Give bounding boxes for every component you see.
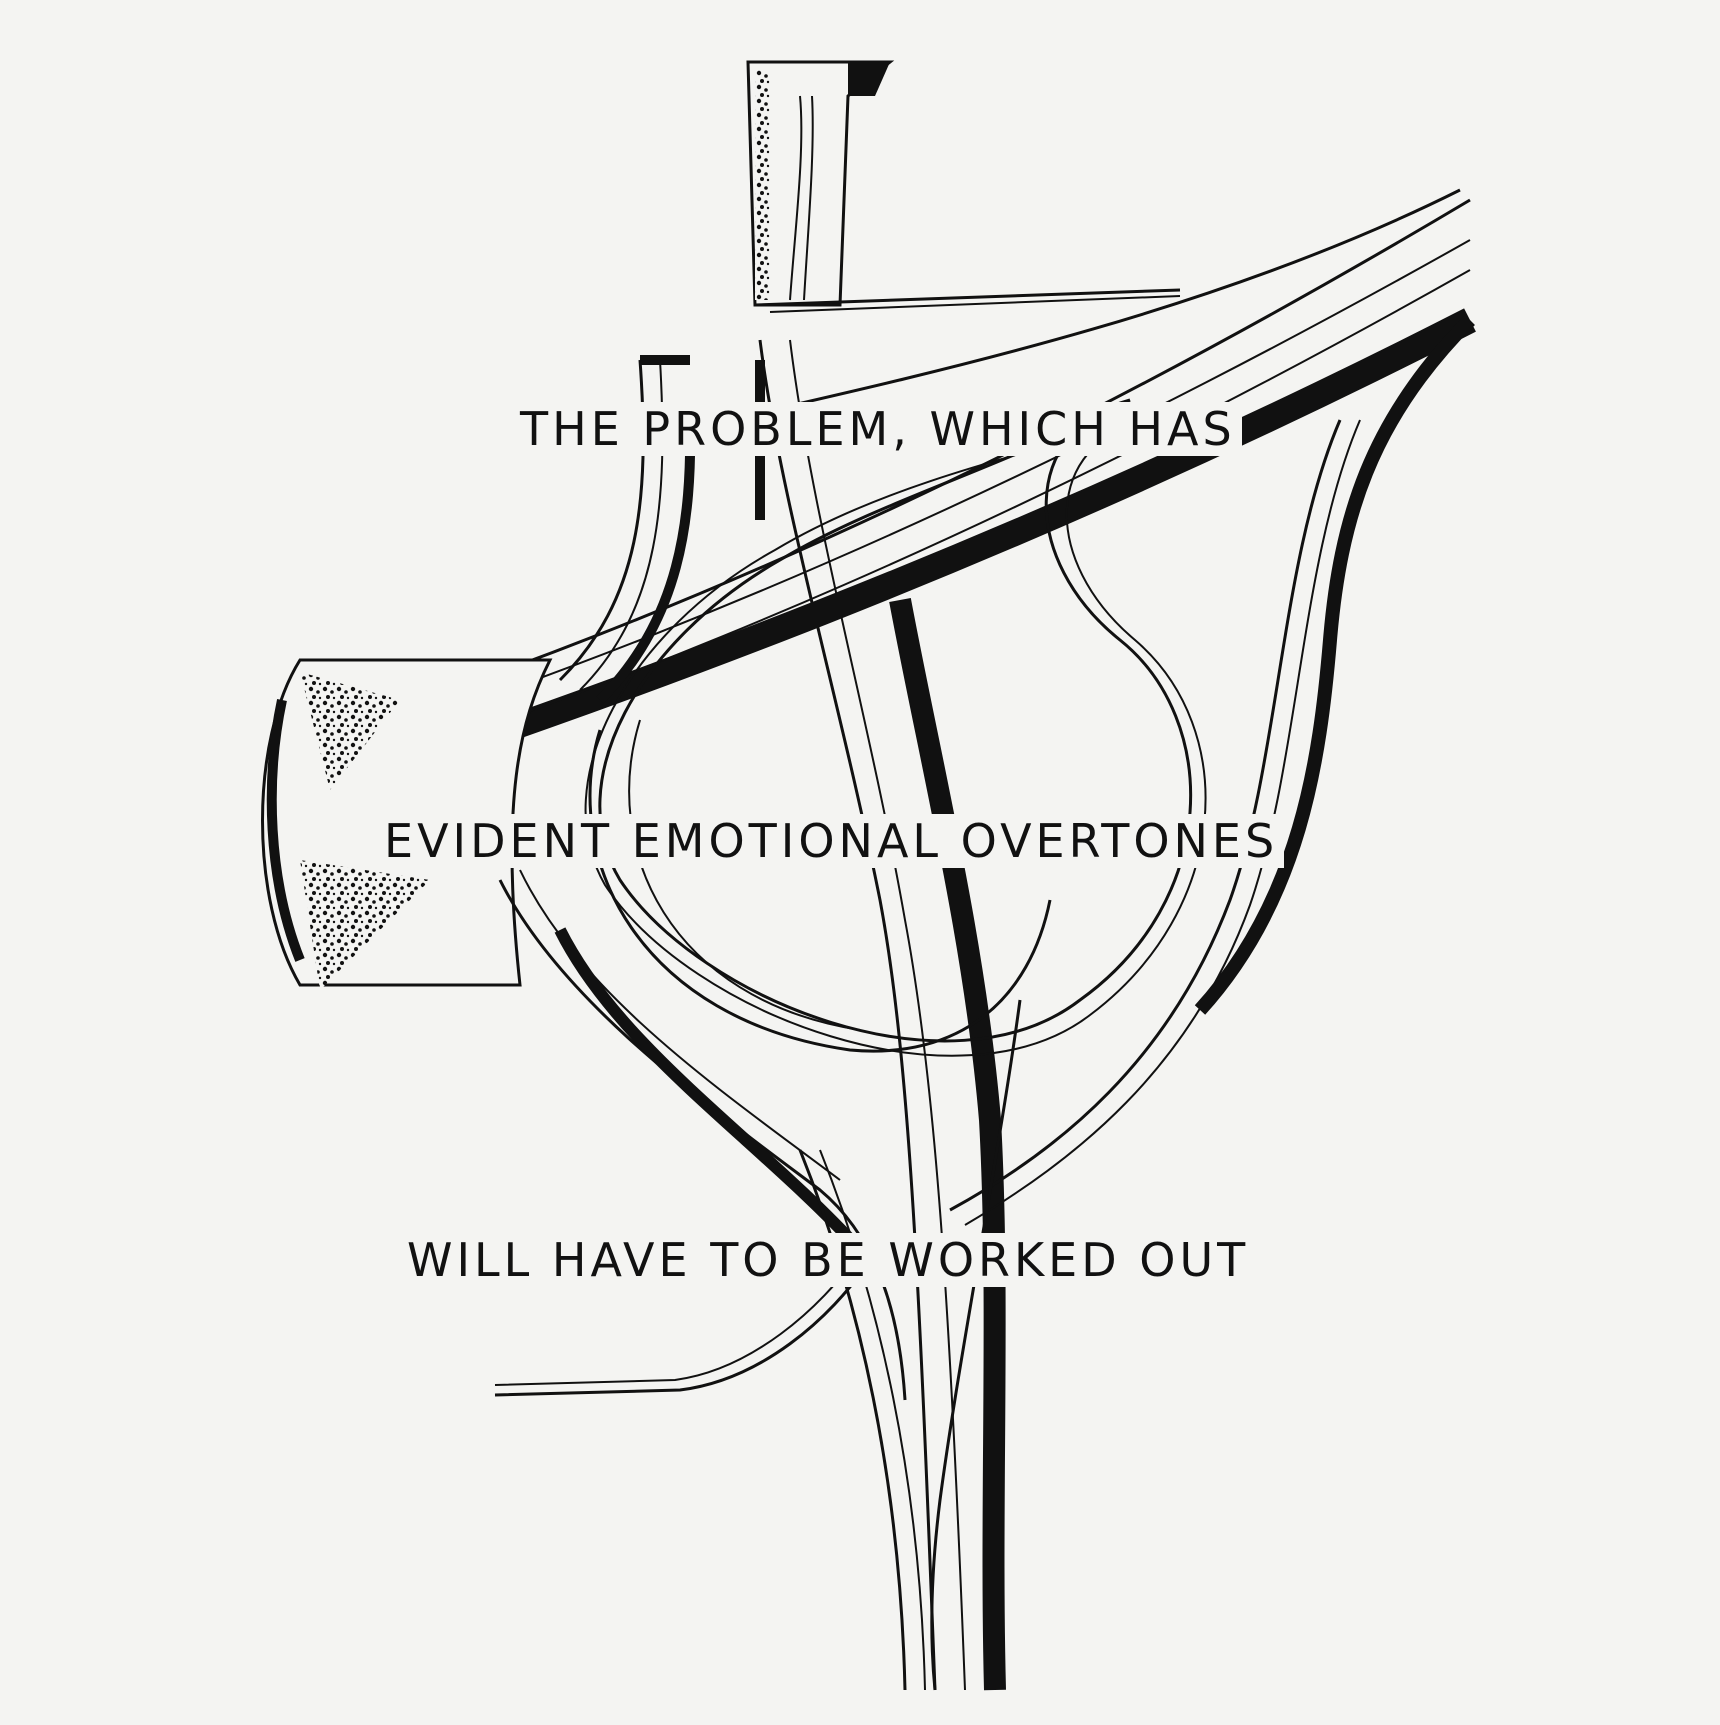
caption-line-3: WILL HAVE TO BE WORKED OUT xyxy=(401,1233,1256,1287)
north-road xyxy=(746,60,1181,313)
caption-line-1: THE PROBLEM, WHICH HAS xyxy=(514,402,1242,456)
caption-line-2: EVIDENT EMOTIONAL OVERTONES xyxy=(378,814,1285,868)
cloverleaf-loops xyxy=(498,315,1475,1401)
south-road xyxy=(798,999,1022,1691)
